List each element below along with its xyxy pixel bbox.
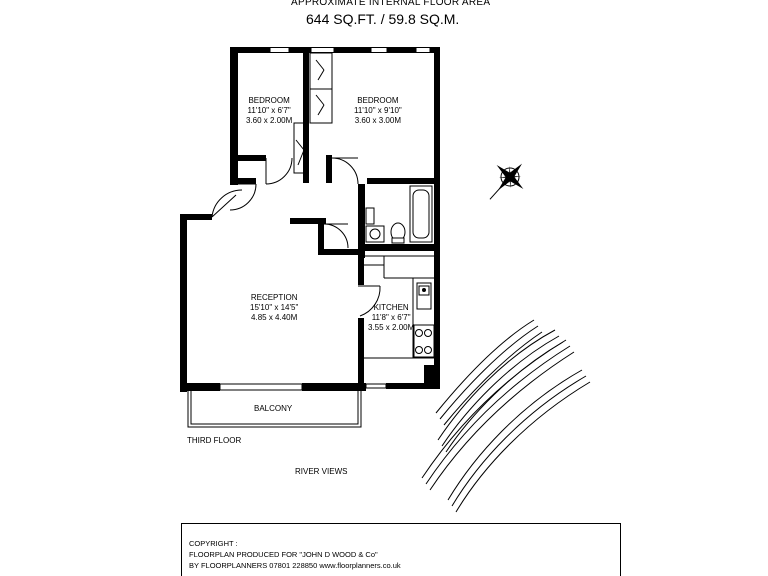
river-views-label: RIVER VIEWS xyxy=(295,467,348,476)
bath-shelf xyxy=(365,207,375,225)
room-name: BEDROOM xyxy=(357,96,399,105)
wardrobe-3 xyxy=(293,122,307,174)
balcony-label: BALCONY xyxy=(254,404,293,413)
wall-reception-bottom-left xyxy=(180,383,220,391)
room-imperial: 11'10" x 9'10" xyxy=(354,106,402,115)
room-metric: 3.60 x 3.00M xyxy=(354,116,401,125)
wall-top-3 xyxy=(334,47,371,53)
wall-reception-top-left xyxy=(180,214,212,220)
wall-top-2 xyxy=(289,47,311,53)
balcony-outline xyxy=(187,391,362,428)
wall-hall-bottom xyxy=(290,218,326,224)
area-total: 644 SQ.FT. / 59.8 SQ.M. xyxy=(306,11,460,27)
window-bed2-b xyxy=(370,47,388,53)
wall-reception-bottom-right xyxy=(302,383,366,391)
wall-bed2-left xyxy=(326,155,332,183)
wall-top-1 xyxy=(230,47,270,53)
room-bedroom-1: BEDROOM 11'10" x 6'7" 3.60 x 2.00M xyxy=(246,96,292,126)
room-metric: 3.60 x 2.00M xyxy=(246,116,293,125)
room-metric: 4.85 x 4.40M xyxy=(251,313,298,322)
wall-cupboard-bottom xyxy=(318,249,360,255)
copyright-credit: BY FLOORPLANNERS 07801 228850 www.floorp… xyxy=(189,561,401,570)
wall-reception-left xyxy=(180,214,187,392)
wardrobe-2 xyxy=(309,88,333,124)
room-name: BEDROOM xyxy=(248,96,290,105)
room-name: KITCHEN xyxy=(373,303,409,312)
room-reception: RECEPTION 15'10" x 14'5" 4.85 x 4.40M xyxy=(250,293,298,323)
wall-top-4 xyxy=(387,47,416,53)
room-name: RECEPTION xyxy=(250,293,298,302)
room-imperial: 11'8" x 6'7" xyxy=(371,313,411,322)
area-caption: APPROXIMATE INTERNAL FLOOR AREA xyxy=(291,0,491,8)
room-metric: 3.55 x 2.00M xyxy=(368,323,415,332)
copyright-box: COPYRIGHT : FLOORPLAN PRODUCED FOR "JOHN… xyxy=(181,523,621,576)
wall-left-bedroom xyxy=(230,47,238,185)
wall-cupboard-left xyxy=(318,218,324,254)
room-imperial: 11'10" x 6'7" xyxy=(247,106,291,115)
wall-kitchen-bottom xyxy=(386,383,436,389)
compass-rose-icon xyxy=(489,163,524,200)
copyright-produced-for: FLOORPLAN PRODUCED FOR "JOHN D WOOD & Co… xyxy=(189,550,378,559)
wardrobe-1 xyxy=(309,52,333,90)
window-bed2-a xyxy=(310,47,335,53)
room-kitchen: KITCHEN 11'8" x 6'7" 3.55 x 2.00M xyxy=(368,303,414,333)
wall-kitchen-left-top xyxy=(358,255,364,285)
wall-kitchen-corner xyxy=(424,365,436,389)
river-waves xyxy=(421,319,591,513)
wall-bed1-bottom xyxy=(237,155,266,161)
room-imperial: 15'10" x 14'5" xyxy=(250,303,299,312)
window-bed2-c xyxy=(415,47,431,53)
wall-right xyxy=(434,47,440,389)
window-reception xyxy=(219,383,303,391)
room-bedroom-2: BEDROOM 11'10" x 9'10" 3.60 x 3.00M xyxy=(354,96,402,126)
wall-bed2-bottom xyxy=(367,178,435,184)
wall-bath-bottom xyxy=(358,244,434,251)
window-kitchen xyxy=(365,383,387,389)
wall-bath-left xyxy=(358,184,365,258)
wall-hall-top xyxy=(230,178,256,184)
wall-kitchen-left-bottom xyxy=(358,318,364,388)
wall-bedroom-divider xyxy=(303,53,309,183)
floor-label: THIRD FLOOR xyxy=(187,436,242,445)
window-bed1-a xyxy=(269,47,290,53)
copyright-title: COPYRIGHT : xyxy=(189,539,238,548)
